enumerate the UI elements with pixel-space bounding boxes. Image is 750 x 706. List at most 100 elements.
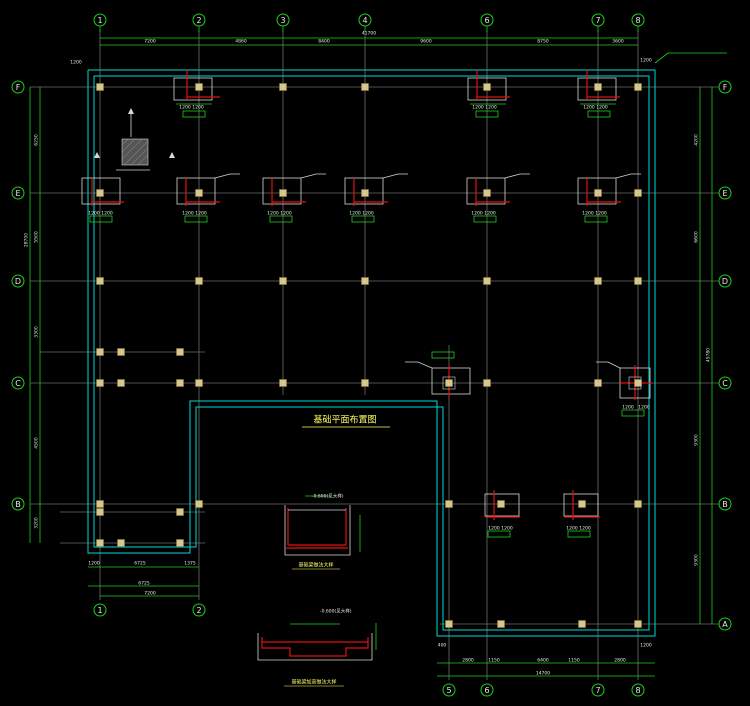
- axis-label: 3: [280, 16, 285, 25]
- column: [96, 500, 104, 508]
- dim-right: 6600: [694, 231, 700, 243]
- axis-label: 8: [635, 16, 640, 25]
- dim-cap: 1200: [472, 105, 484, 111]
- column: [96, 348, 104, 356]
- axis-bubble-bottom-6: 6: [480, 683, 494, 697]
- axis-label: 6: [484, 16, 489, 25]
- axis-bubble-top-6: 6: [480, 13, 494, 27]
- column: [594, 189, 602, 197]
- column: [96, 189, 104, 197]
- axis-label: 8: [635, 686, 640, 695]
- dim-pad: 400: [438, 643, 447, 649]
- pile-cap-detail: [344, 173, 408, 223]
- axis-label: 7: [595, 686, 600, 695]
- column: [195, 83, 203, 91]
- column: [578, 620, 586, 628]
- dim-cap: 1200: [192, 105, 204, 111]
- axis-label: 2: [196, 16, 201, 25]
- pile-cap-detail: [484, 490, 520, 538]
- column: [497, 500, 505, 508]
- dim-cap: 1200: [267, 211, 279, 217]
- axis-bubble-left-B: B: [11, 497, 25, 511]
- dim-top: 8400: [318, 39, 330, 45]
- column: [634, 189, 642, 197]
- dim-top: 9600: [420, 39, 432, 45]
- column: [279, 83, 287, 91]
- dim-top: 8750: [537, 39, 549, 45]
- dim-cap: 1200: [349, 211, 361, 217]
- axis-label: C: [722, 379, 728, 388]
- pile-cap-detail: [563, 490, 600, 538]
- column: [634, 500, 642, 508]
- dim-cap: 1200: [362, 211, 374, 217]
- axis-bubble-bottom-1: 1: [93, 603, 107, 617]
- dim-pad: 1200: [640, 643, 652, 649]
- dim-cap: 1200: [595, 211, 607, 217]
- column: [361, 277, 369, 285]
- dim-top: 4860: [235, 39, 247, 45]
- axis-bubble-bottom-7: 7: [591, 683, 605, 697]
- column: [117, 348, 125, 356]
- column: [594, 83, 602, 91]
- dim-cap: 1200: [501, 526, 513, 532]
- dim-bottom-left: 1200: [88, 561, 100, 567]
- dim-bottom-left-total: 7200: [144, 591, 156, 597]
- column: [96, 277, 104, 285]
- axis-bubble-left-D: D: [11, 274, 25, 288]
- axis-label: 6: [484, 686, 489, 695]
- drawing-title: 基础平面布置图: [313, 414, 376, 426]
- dim-cap: 1200: [88, 211, 100, 217]
- axis-bubble-top-1: 1: [93, 13, 107, 27]
- dim-cap: 1200: [485, 105, 497, 111]
- column: [176, 348, 184, 356]
- axis-bubble-left-C: C: [11, 376, 25, 390]
- axis-label: D: [722, 277, 728, 286]
- axis-bubble-bottom-2: 2: [192, 603, 206, 617]
- column: [483, 277, 491, 285]
- dim-cap: 1200: [579, 526, 591, 532]
- column: [361, 379, 369, 387]
- column: [96, 539, 104, 547]
- column: [594, 277, 602, 285]
- dim-bottom-right: 2800: [614, 658, 626, 664]
- column-outline: [628, 376, 642, 390]
- dim-cap: 1200: [582, 211, 594, 217]
- dim-cap: 1200: [101, 211, 113, 217]
- dim-bottom-right: 2800: [462, 658, 474, 664]
- pile-cap-details: [81, 70, 652, 538]
- axis-bubble-right-D: D: [718, 274, 732, 288]
- axis-bubble-left-F: F: [11, 80, 25, 94]
- pile-cap-detail: [577, 173, 641, 223]
- dim-cap: 1200: [182, 211, 194, 217]
- axis-label: E: [15, 189, 20, 198]
- pile-cap-detail: [466, 173, 530, 223]
- column: [361, 83, 369, 91]
- axis-bubble-top-3: 3: [276, 13, 290, 27]
- section-caption: 基础梁做法大样: [298, 562, 333, 569]
- dimension-lines: [29, 37, 727, 677]
- dim-cap: 1200: [638, 405, 650, 411]
- pile-cap-detail: [596, 361, 652, 417]
- column: [634, 83, 642, 91]
- dim-bottom-left: 6725: [138, 581, 150, 587]
- axis-bubble-top-4: 4: [358, 13, 372, 27]
- column: [483, 189, 491, 197]
- dim-right: 9300: [694, 434, 700, 446]
- column: [279, 277, 287, 285]
- column: [594, 379, 602, 387]
- elevation-note: -0.600(见大样): [320, 608, 352, 615]
- column: [483, 83, 491, 91]
- axis-bubble-top-8: 8: [631, 13, 645, 27]
- column: [195, 379, 203, 387]
- axis-label: D: [15, 277, 21, 286]
- axis-bubble-right-C: C: [718, 376, 732, 390]
- dim-pad: 1200: [70, 60, 82, 66]
- axis-label: 1: [97, 606, 102, 615]
- axis-bubble-right-A: A: [718, 617, 732, 631]
- dim-cap: 1200: [488, 526, 500, 532]
- axis-bubble-top-2: 2: [192, 13, 206, 27]
- dim-top-total: 41700: [362, 31, 376, 37]
- column-outline: [442, 376, 456, 390]
- column: [279, 379, 287, 387]
